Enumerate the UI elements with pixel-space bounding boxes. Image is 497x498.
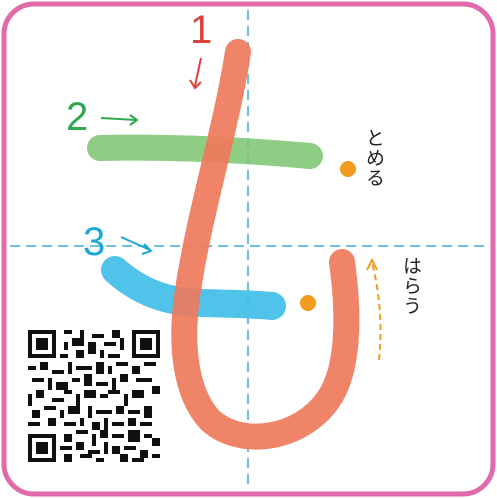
stroke-number-2: 2 xyxy=(66,95,89,139)
harau-marker-dot xyxy=(300,295,316,311)
stroke-1-arrow-icon xyxy=(189,57,202,90)
tome-label: とめる xyxy=(363,128,385,188)
harau-arrow-icon xyxy=(366,257,382,361)
stroke-2 xyxy=(87,134,323,169)
stroke-number-1: 1 xyxy=(190,8,213,52)
stroke-3 xyxy=(101,256,286,320)
harau-label: はらう xyxy=(400,256,422,316)
tome-marker-dot xyxy=(340,161,356,177)
stroke-number-3: 3 xyxy=(83,220,106,264)
qr-code-icon[interactable] xyxy=(28,330,160,462)
stroke-2-arrow-icon xyxy=(100,114,139,126)
stroke-1 xyxy=(171,39,360,450)
stroke-3-arrow-icon xyxy=(120,236,153,255)
